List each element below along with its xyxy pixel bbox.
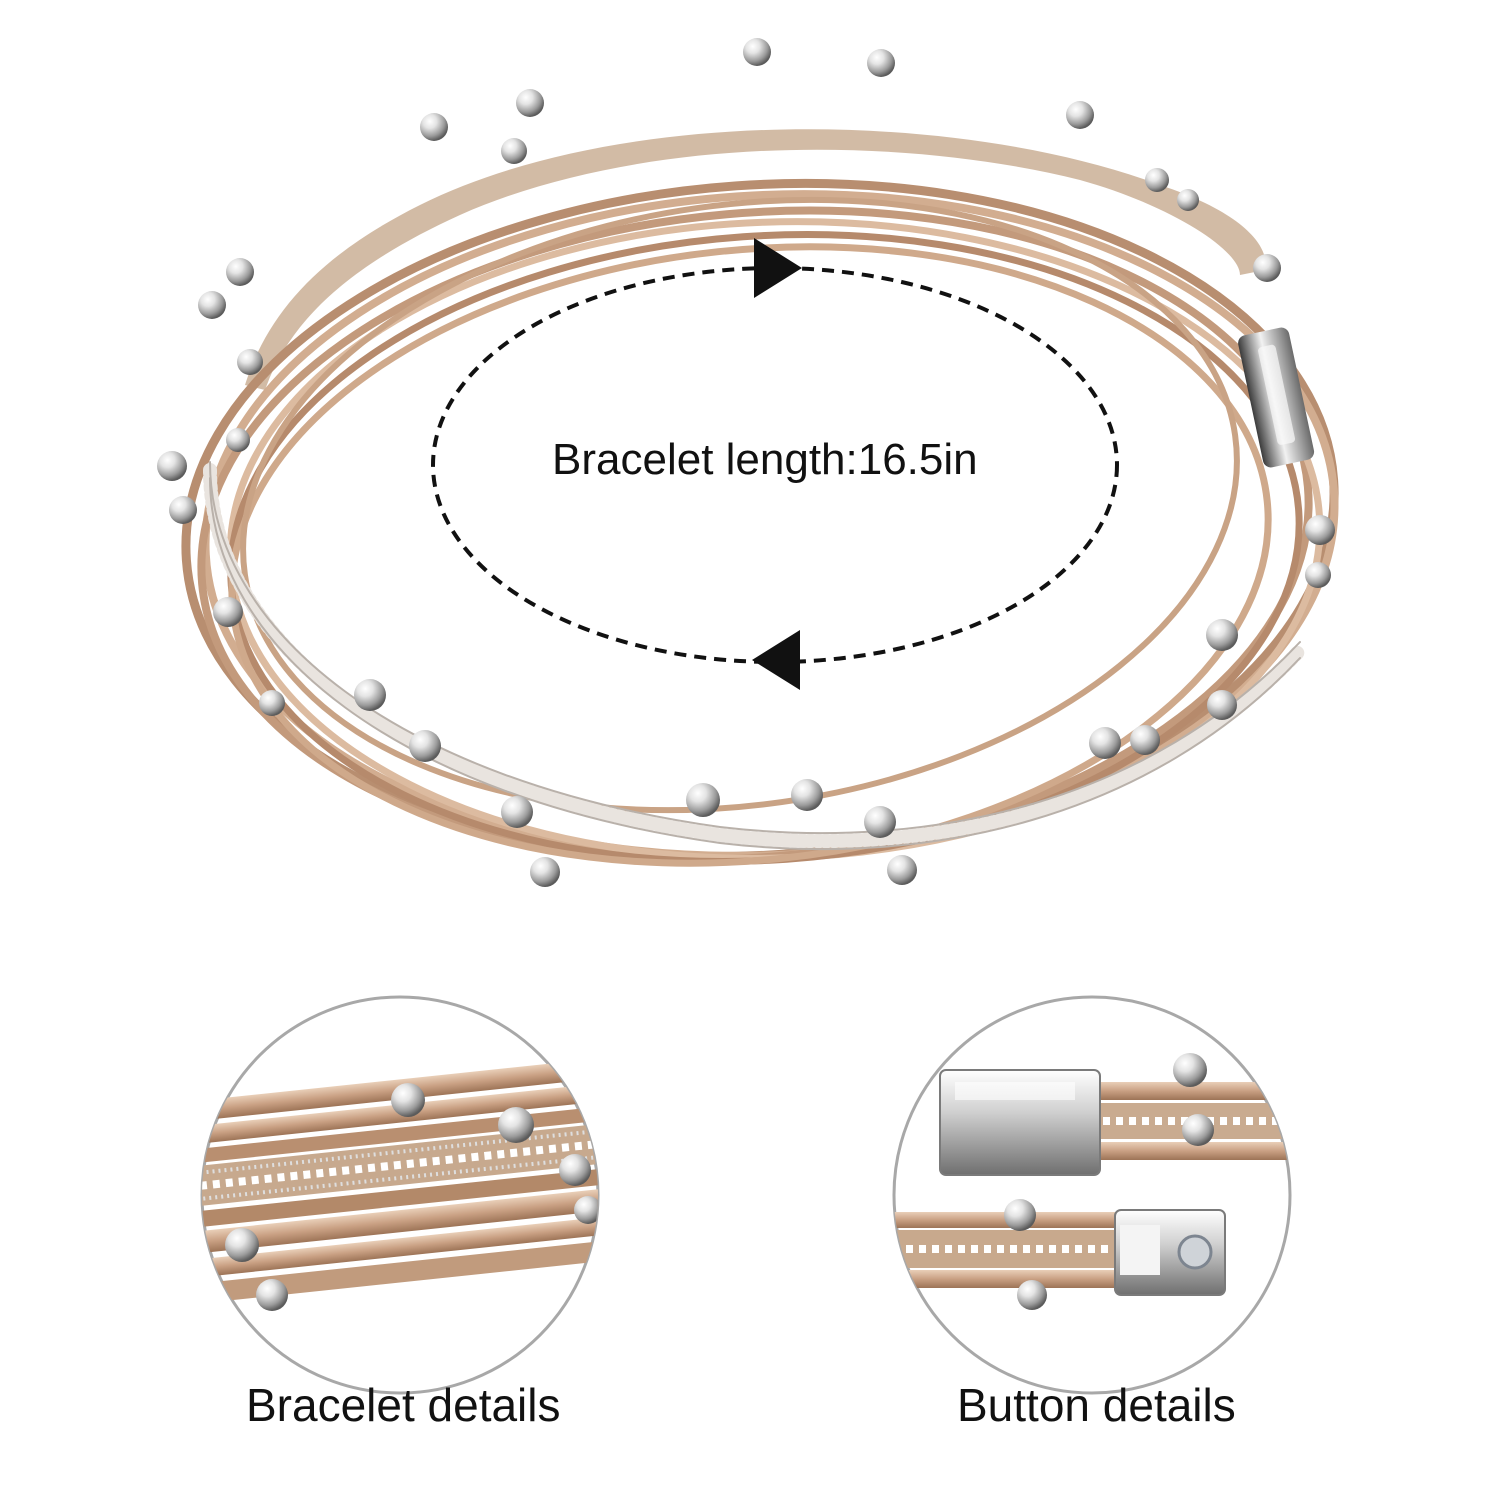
bead (1130, 725, 1160, 755)
bead (501, 138, 527, 164)
bead (743, 38, 771, 66)
bead (213, 597, 243, 627)
bead (1145, 168, 1169, 192)
bracelet-strand (240, 196, 1240, 814)
magnet-icon (1177, 1234, 1213, 1270)
bead (516, 89, 544, 117)
bracelet-suede-band (245, 129, 1266, 390)
bracelet-strand (226, 218, 1324, 862)
rhinestone-strip (203, 463, 1307, 849)
button-detail-circle (892, 995, 1292, 1395)
arrow-right-icon (754, 238, 802, 298)
bracelet-detail-circle (200, 995, 600, 1395)
button-details-caption: Button details (957, 1379, 1236, 1431)
bead (1207, 690, 1237, 720)
bead (1305, 515, 1335, 545)
bead (157, 451, 187, 481)
bead (887, 855, 917, 885)
bead (864, 806, 896, 838)
bead (791, 779, 823, 811)
bracelet-length-label: Bracelet length:16.5in (552, 435, 978, 484)
arrow-left-icon (752, 630, 800, 690)
bead (530, 857, 560, 887)
rhinestone-strip-edge (209, 477, 1301, 851)
bracelet-main (157, 38, 1339, 887)
bead (169, 496, 197, 524)
bead (409, 730, 441, 762)
bracelet-details-caption: Bracelet details (246, 1379, 561, 1431)
bead (1066, 101, 1094, 129)
bead (1305, 562, 1331, 588)
bead (354, 679, 386, 711)
bead (198, 291, 226, 319)
magnetic-clasp (1238, 327, 1315, 468)
bead (686, 783, 720, 817)
bead (259, 690, 285, 716)
bead (867, 49, 895, 77)
bead (1206, 619, 1238, 651)
bead (501, 796, 533, 828)
rhinestone-strip-edge (209, 461, 1301, 835)
bead (237, 349, 263, 375)
bead (226, 258, 254, 286)
bracelet-beads (157, 38, 1335, 887)
bead (1089, 727, 1121, 759)
bead (226, 428, 250, 452)
bead (1177, 189, 1199, 211)
bead (420, 113, 448, 141)
length-indicator (431, 238, 1119, 690)
bead (1253, 254, 1281, 282)
